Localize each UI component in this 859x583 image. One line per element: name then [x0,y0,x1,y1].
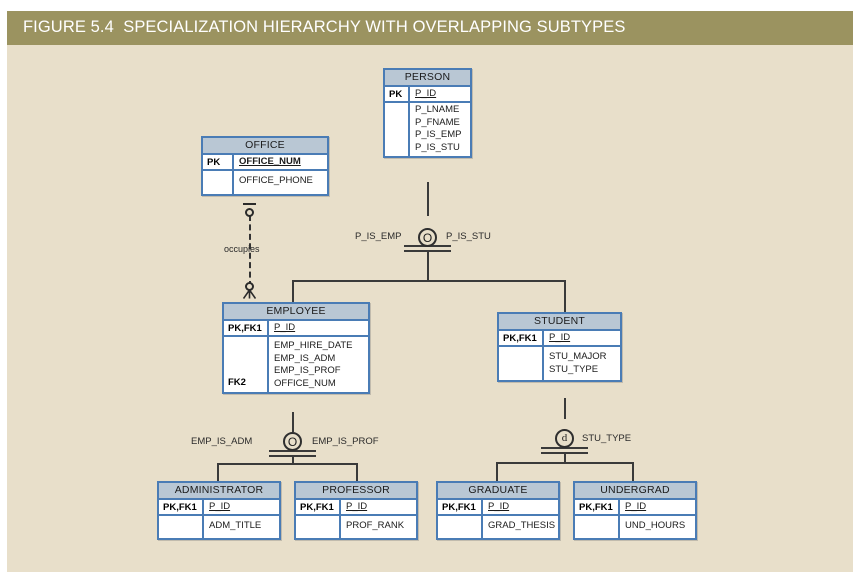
entity-office-attributes: OFFICE_PHONE [239,175,313,187]
entity-graduate-pk-attribute: P_ID [488,501,510,512]
specialization-label-emp-is-prof: EMP_IS_PROF [312,436,379,447]
entity-person-pk-row: PK P_ID [385,87,470,104]
line-person-spec-to-branch [427,250,429,281]
specialization-symbol-student-disjoint: d [555,429,574,448]
entity-employee-fk-label: FK2 [224,337,269,393]
entity-administrator-pk-attribute: P_ID [209,501,231,512]
entity-administrator[interactable]: ADMINISTRATOR PK,FK1 P_ID ADM_TITLE [157,481,281,541]
specialization-label-emp-is-adm: EMP_IS_ADM [191,436,253,447]
entity-graduate[interactable]: GRADUATE PK,FK1 P_ID GRAD_THESIS [436,481,560,541]
line-branch-to-employee [292,280,294,302]
entity-employee[interactable]: EMPLOYEE PK,FK1 P_ID FK2 EMP_HIRE_DATE E… [222,302,370,395]
entity-employee-name: EMPLOYEE [224,304,368,321]
entity-student-pk-attribute: P_ID [549,332,571,343]
occupies-crows-foot-icon [243,290,256,299]
student-branch-horizontal [496,462,634,464]
line-employee-spec-to-branch [292,455,294,464]
entity-professor-name: PROFESSOR [296,483,416,500]
entity-student-pk-label: PK,FK1 [499,331,544,346]
entity-administrator-name: ADMINISTRATOR [159,483,279,500]
entity-office-pk-attribute: OFFICE_NUM [239,156,301,167]
line-employee-to-spec [292,412,294,432]
entity-graduate-name: GRADUATE [438,483,558,500]
entity-office-name: OFFICE [203,138,327,155]
entity-student-attr-row: STU_MAJOR STU_TYPE [499,347,620,381]
line-branch-to-undergrad [632,462,634,481]
entity-professor-pk-label: PK,FK1 [296,500,341,515]
entity-person-attr-row: P_LNAME P_FNAME P_IS_EMP P_IS_STU [385,103,470,157]
entity-student[interactable]: STUDENT PK,FK1 P_ID STU_MAJOR STU_TYPE [497,312,622,383]
line-student-spec-to-branch [564,452,566,463]
entity-professor-fk-label [296,516,341,539]
entity-person[interactable]: PERSON PK P_ID P_LNAME P_FNAME P_IS_EMP … [383,68,472,159]
entity-administrator-attributes: ADM_TITLE [209,520,262,532]
entity-employee-pk-attribute: P_ID [274,322,296,333]
entity-undergrad-attributes: UND_HOURS [625,520,686,532]
specialization-symbol-employee-overlapping: O [283,432,302,451]
entity-graduate-fk-label [438,516,483,539]
entity-student-name: STUDENT [499,314,620,331]
line-occupies-dashed [249,215,251,287]
employee-spec-bar-top [269,450,316,452]
entity-person-fk-label [385,103,410,157]
entity-graduate-pk-row: PK,FK1 P_ID [438,500,558,517]
entity-employee-pk-row: PK,FK1 P_ID [224,321,368,338]
line-branch-to-graduate [496,462,498,481]
student-spec-bar-top [541,447,588,449]
entity-administrator-attr-row: ADM_TITLE [159,516,279,539]
entity-person-pk-attribute: P_ID [415,88,437,99]
figure-title: FIGURE 5.4 SPECIALIZATION HIERARCHY WITH… [23,18,626,36]
entity-undergrad-fk-label [575,516,620,539]
entity-professor-attributes: PROF_RANK [346,520,405,532]
entity-employee-pk-label: PK,FK1 [224,321,269,336]
entity-undergrad-pk-attribute: P_ID [625,501,647,512]
line-student-to-spec [564,398,566,419]
entity-undergrad[interactable]: UNDERGRAD PK,FK1 P_ID UND_HOURS [573,481,697,541]
entity-graduate-attr-row: GRAD_THESIS [438,516,558,539]
entity-undergrad-attr-row: UND_HOURS [575,516,695,539]
entity-office-fk-label [203,171,234,195]
specialization-label-p-is-stu: P_IS_STU [446,231,491,242]
entity-graduate-pk-label: PK,FK1 [438,500,483,515]
figure-title-bar: FIGURE 5.4 SPECIALIZATION HIERARCHY WITH… [7,11,853,45]
occupies-office-bar [243,203,256,205]
entity-student-pk-row: PK,FK1 P_ID [499,331,620,348]
specialization-label-stu-type: STU_TYPE [582,433,632,444]
entity-employee-attr-row: FK2 EMP_HIRE_DATE EMP_IS_ADM EMP_IS_PROF… [224,337,368,393]
entity-administrator-fk-label [159,516,204,539]
employee-branch-horizontal [217,463,358,465]
entity-professor-attr-row: PROF_RANK [296,516,416,539]
entity-office-attr-row: OFFICE_PHONE [203,171,327,195]
entity-student-fk-label [499,347,544,381]
specialization-symbol-person-overlapping: O [418,228,437,247]
entity-professor-pk-attribute: P_ID [346,501,368,512]
entity-office-pk-label: PK [203,155,234,170]
specialization-label-p-is-emp: P_IS_EMP [355,231,402,242]
relationship-label-occupies: occupies [224,244,260,254]
entity-person-attributes: P_LNAME P_FNAME P_IS_EMP P_IS_STU [415,104,462,153]
entity-office-pk-row: PK OFFICE_NUM [203,155,327,172]
entity-undergrad-name: UNDERGRAD [575,483,695,500]
line-branch-to-student [564,280,566,312]
line-branch-to-professor [356,463,358,481]
entity-administrator-pk-row: PK,FK1 P_ID [159,500,279,517]
occupies-office-optional-circle [245,208,254,217]
line-person-to-spec [427,182,429,216]
entity-student-attributes: STU_MAJOR STU_TYPE [549,351,607,375]
entity-undergrad-pk-row: PK,FK1 P_ID [575,500,695,517]
person-branch-horizontal [292,280,566,282]
entity-administrator-pk-label: PK,FK1 [159,500,204,515]
entity-undergrad-pk-label: PK,FK1 [575,500,620,515]
line-branch-to-administrator [217,463,219,481]
entity-professor[interactable]: PROFESSOR PK,FK1 P_ID PROF_RANK [294,481,418,541]
entity-graduate-attributes: GRAD_THESIS [488,520,556,532]
entity-person-name: PERSON [385,70,470,87]
entity-person-pk-label: PK [385,87,410,102]
entity-professor-pk-row: PK,FK1 P_ID [296,500,416,517]
entity-employee-attributes: EMP_HIRE_DATE EMP_IS_ADM EMP_IS_PROF OFF… [274,340,353,389]
entity-office[interactable]: OFFICE PK OFFICE_NUM OFFICE_PHONE [201,136,329,197]
